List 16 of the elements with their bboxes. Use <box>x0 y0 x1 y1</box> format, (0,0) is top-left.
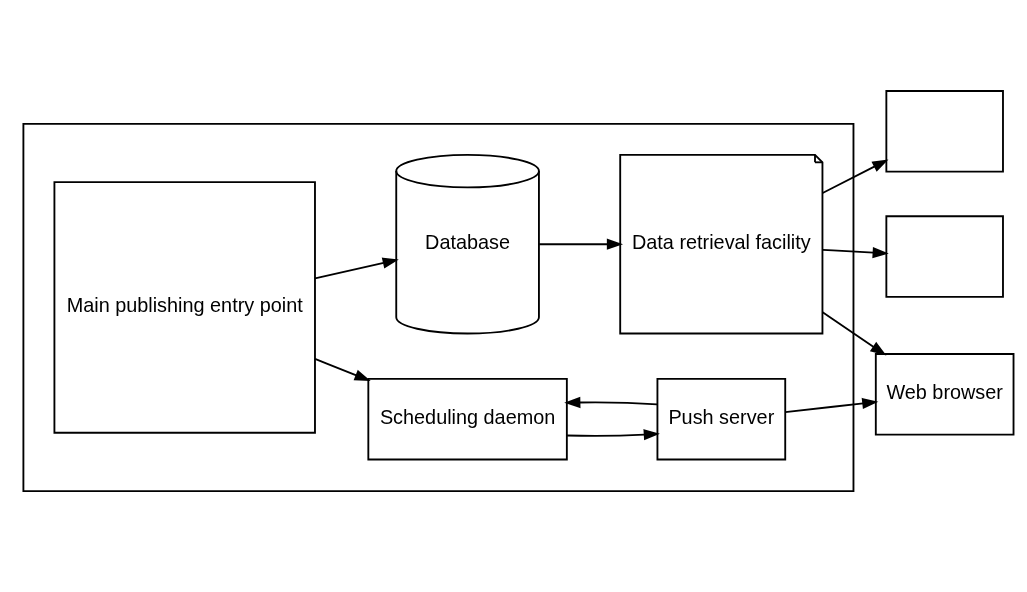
arrow <box>564 396 658 409</box>
arrow <box>784 397 879 414</box>
node-box: Main publishing entry point <box>53 181 316 434</box>
arrow <box>314 357 371 382</box>
arrow <box>821 311 887 356</box>
arrow <box>821 159 889 194</box>
node-box: Push server <box>656 377 787 461</box>
node-box <box>885 215 1004 298</box>
arrow <box>538 238 623 250</box>
node-box <box>885 90 1004 173</box>
node-box: Scheduling daemon <box>367 377 568 461</box>
node-box: Web browser <box>874 353 1015 436</box>
arrow <box>566 429 660 441</box>
arrow <box>314 257 399 280</box>
arrow <box>821 246 889 259</box>
cluster <box>22 122 855 493</box>
